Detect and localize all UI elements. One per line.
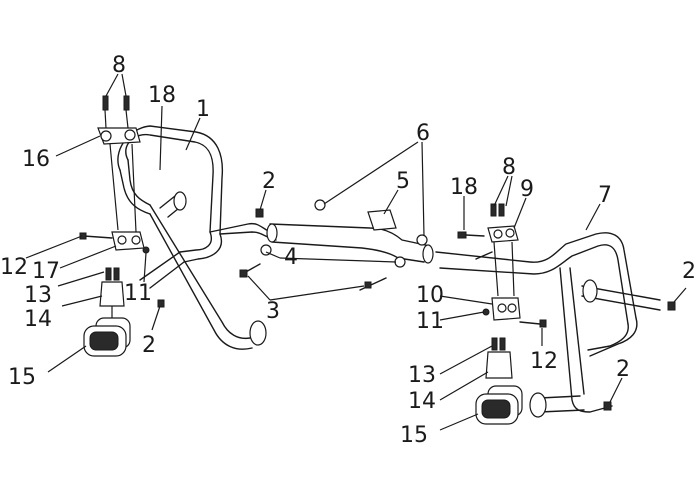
left-fog-lamp: [83, 267, 131, 357]
callout-18-left: 18: [148, 83, 176, 108]
right-crash-bar: [435, 232, 676, 418]
callout-13-right: 13: [408, 363, 436, 388]
callout-14-right: 14: [408, 389, 436, 414]
callout-17: 17: [32, 259, 60, 284]
callout-2-right-bottom: 2: [616, 357, 630, 382]
right-mount-bracket: [482, 297, 547, 328]
callout-13-left: 13: [24, 283, 52, 308]
callout-3: 3: [266, 299, 280, 324]
callout-18-right: 18: [450, 175, 478, 200]
callout-labels: 8 18 1 16 2 6 5 8 18 9 7 12 17 13 11 14 …: [0, 53, 696, 448]
left-mount-bracket: [79, 231, 150, 283]
callout-11-left: 11: [124, 281, 152, 306]
callout-14-left: 14: [24, 307, 52, 332]
callout-12-right: 12: [530, 349, 558, 374]
callout-10: 10: [416, 283, 444, 308]
center-cross-bar: [239, 199, 434, 291]
callout-12-left: 12: [0, 255, 28, 280]
callout-8-left: 8: [112, 53, 126, 78]
callout-8-right: 8: [502, 155, 516, 180]
callout-15-left: 15: [8, 365, 36, 390]
callout-2-left: 2: [142, 333, 156, 358]
callout-15-right: 15: [400, 423, 428, 448]
left-upper-clamp: [97, 95, 141, 233]
callout-7: 7: [598, 183, 612, 208]
right-upper-clamp: [457, 203, 519, 297]
callout-2-mid: 2: [262, 169, 276, 194]
callout-11-right: 11: [416, 309, 444, 334]
callout-4: 4: [284, 245, 298, 270]
callout-9: 9: [520, 177, 534, 202]
callout-5: 5: [396, 169, 410, 194]
leader-lines: [25, 73, 687, 431]
callout-6: 6: [416, 121, 430, 146]
callout-2-right-top: 2: [682, 259, 696, 284]
right-fog-lamp: [475, 337, 523, 425]
left-crash-bar: [117, 125, 277, 350]
callout-1: 1: [196, 97, 210, 122]
callout-16: 16: [22, 147, 50, 172]
